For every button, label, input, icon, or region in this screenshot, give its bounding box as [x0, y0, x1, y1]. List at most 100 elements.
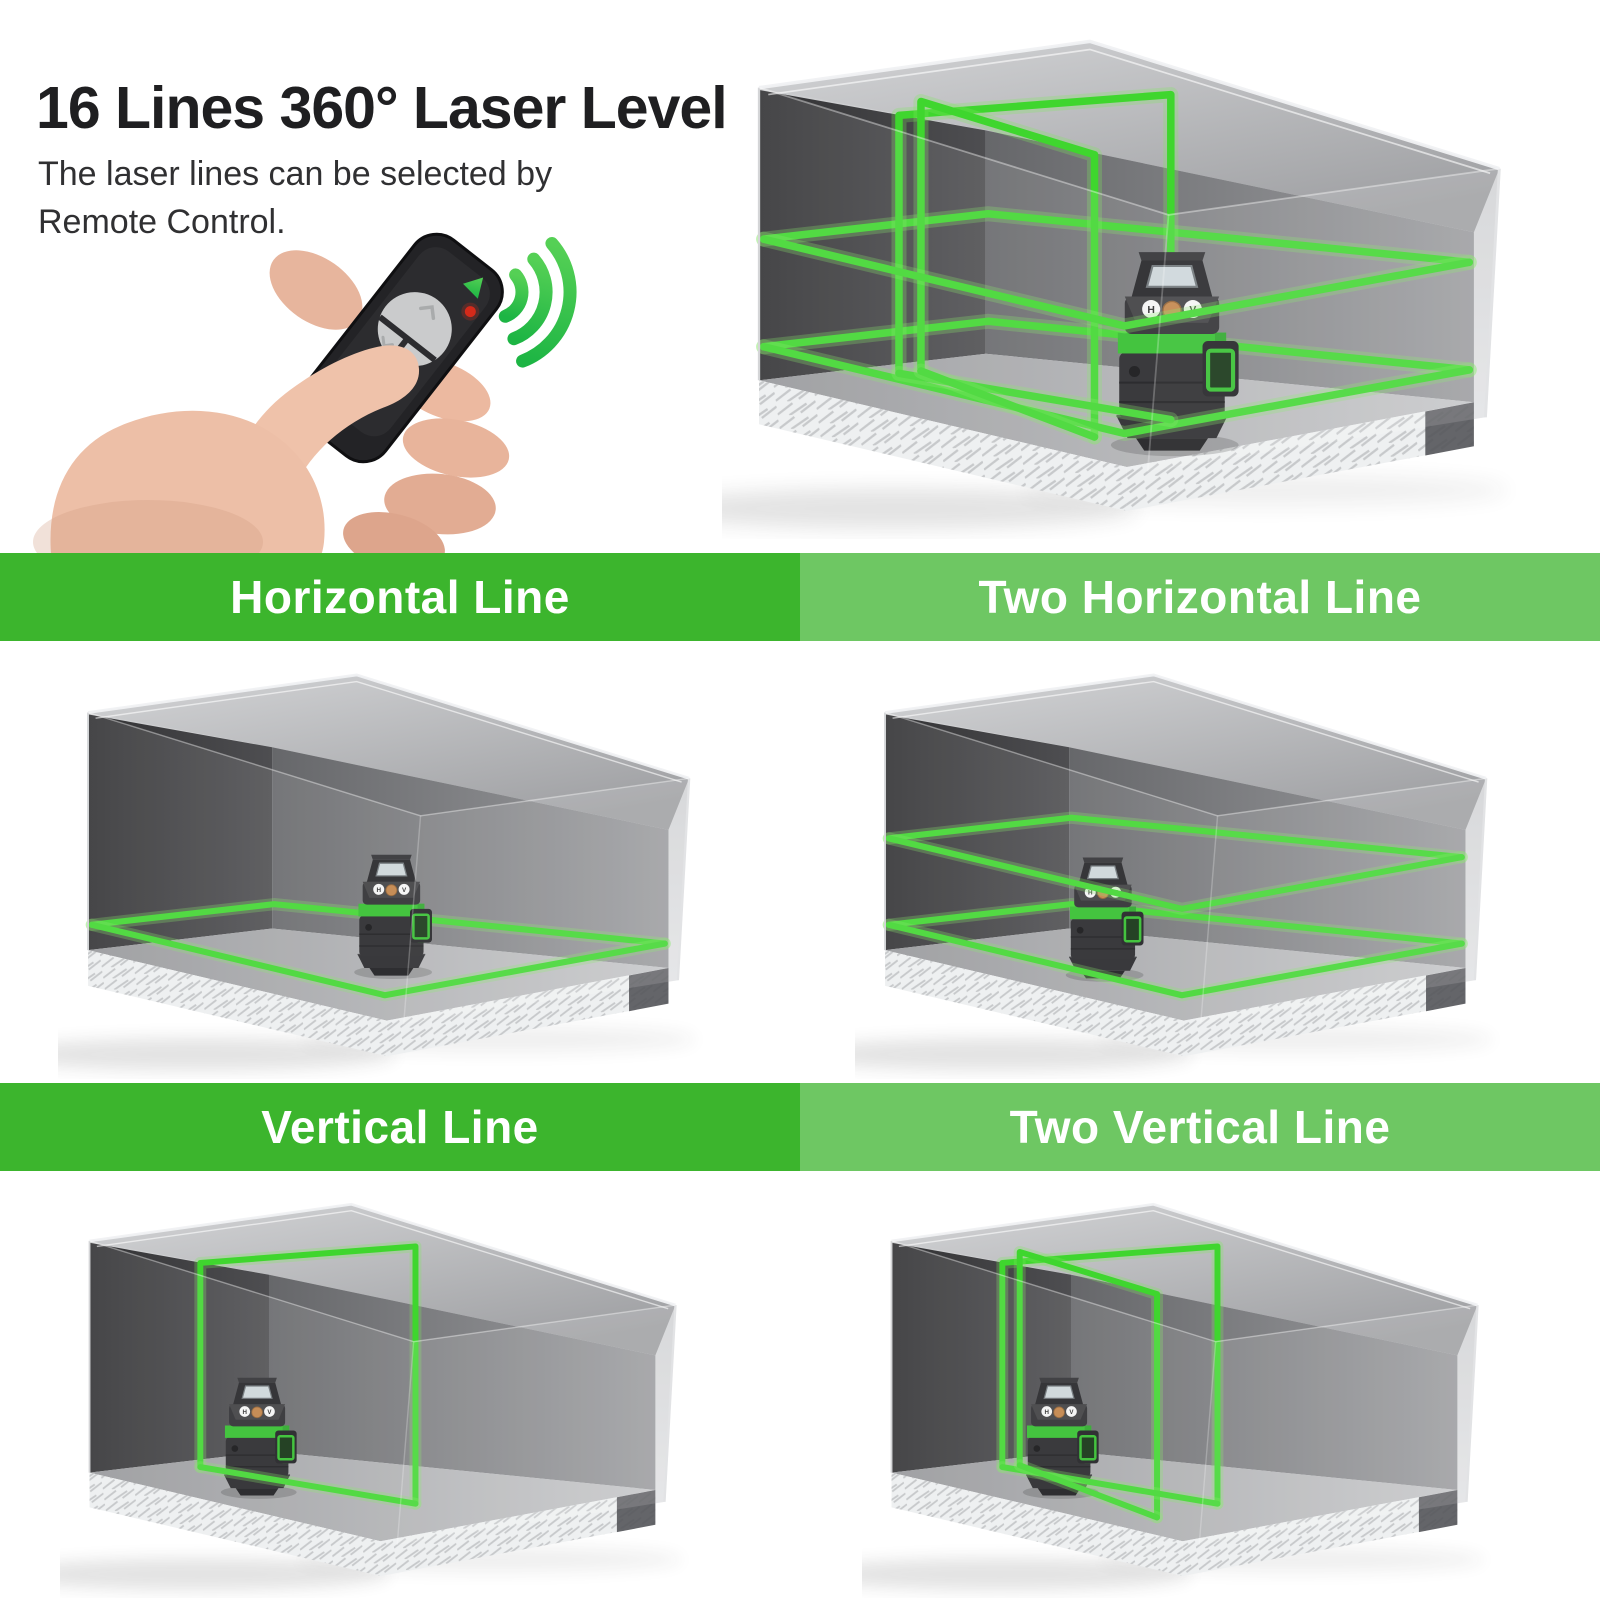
device-side-laser-window: [1123, 916, 1142, 943]
base-slab-right: [1183, 967, 1466, 1057]
banner-horizontal-line: Horizontal Line: [0, 553, 800, 641]
device-green-band: [1026, 1425, 1092, 1438]
glass-front-right: [1147, 168, 1500, 472]
device-top-laser-window: [1043, 1385, 1075, 1399]
room-shadow: [60, 1558, 390, 1590]
palm-shading: [33, 500, 263, 558]
laser-lines-front: [194, 1461, 422, 1510]
room-illustration: H V: [58, 673, 697, 1071]
device-button-power: [385, 884, 398, 897]
base-slab-right: [386, 967, 669, 1057]
left-wall: [891, 1242, 1071, 1473]
slab-dark-edge: [1426, 967, 1466, 1012]
glass-front-left: [891, 1240, 1216, 1545]
room-two-horizontal-line-illustration: H V: [855, 656, 1550, 1079]
room-illustration: H V: [855, 673, 1494, 1071]
page-subtitle: The laser lines can be selected by Remot…: [38, 155, 553, 242]
laser-lines-front: [85, 918, 671, 1002]
device-top-laser-window: [375, 862, 408, 877]
chevron-down-icon: [381, 335, 394, 348]
room-illustration: H V: [862, 1202, 1485, 1590]
base-slab-right: [380, 1489, 656, 1577]
base-slab-left: [759, 380, 1127, 512]
laser-lines-front: [996, 1459, 1224, 1524]
room-sixteen-lines-illustration: H V: [722, 18, 1578, 539]
room-horizontal-line-illustration: H V: [58, 656, 753, 1079]
room-illustration: H V: [722, 39, 1509, 529]
room-two-vertical-line-illustration: H V: [862, 1186, 1540, 1598]
ceiling: [759, 41, 1500, 233]
device-side-laser-window: [1205, 348, 1236, 392]
svg-text:H: H: [1044, 1409, 1049, 1416]
room-shadow: [862, 1558, 1192, 1590]
banner-row-horizontal: Horizontal Line Two Horizontal Line: [0, 553, 1600, 641]
slab-dark-edge: [629, 967, 669, 1012]
device-top-laser-window: [241, 1385, 273, 1399]
glass-front-right: [403, 778, 690, 1025]
room-vertical-line-illustration: H V: [60, 1186, 738, 1598]
slab-dark-edge: [616, 1489, 656, 1533]
glass-front-left: [88, 712, 421, 1025]
room-shadow: [58, 1038, 397, 1071]
left-wall: [885, 714, 1070, 951]
back-wall: [268, 1274, 656, 1490]
laser-level-device: H V: [354, 854, 432, 979]
device-green-band: [358, 903, 425, 917]
room-shadow: [722, 489, 1139, 529]
chevron-up-icon: [419, 305, 436, 321]
remote-control-photo: [28, 198, 588, 558]
svg-text:V: V: [402, 887, 407, 894]
banner-two-horizontal-line: Two Horizontal Line: [800, 553, 1600, 641]
banner-two-vertical-line: Two Vertical Line: [800, 1083, 1600, 1171]
glass-front-left: [885, 712, 1218, 1025]
glass-front-left: [89, 1240, 414, 1545]
banner-vertical-line: Vertical Line: [0, 1083, 800, 1171]
laser-lines-front: [756, 231, 1477, 445]
back-wall: [1070, 1274, 1458, 1490]
device-side-laser-window: [277, 1434, 295, 1461]
base-slab-right: [1182, 1489, 1458, 1577]
base-slab-left: [891, 1472, 1183, 1577]
left-wall: [759, 89, 986, 381]
room-illustration: H V: [60, 1202, 683, 1590]
svg-text:H: H: [1147, 305, 1155, 316]
device-green-band: [224, 1425, 290, 1438]
glass-front-right: [1200, 778, 1487, 1025]
room-shadow: [855, 1038, 1194, 1071]
ceiling: [89, 1204, 676, 1356]
slab-dark-edge: [1418, 1489, 1458, 1533]
laser-lines-back: [996, 1240, 1224, 1524]
glass-front-right: [397, 1305, 676, 1545]
ceiling: [891, 1204, 1478, 1356]
base-slab-left: [88, 950, 387, 1057]
left-wall: [88, 714, 273, 951]
glass-front-right: [1199, 1305, 1478, 1545]
svg-text:H: H: [242, 1409, 247, 1416]
device-top-laser-window: [1086, 865, 1119, 880]
svg-text:H: H: [1088, 890, 1093, 897]
device-button-h: [373, 883, 385, 895]
device-green-band: [1069, 906, 1136, 920]
svg-text:V: V: [1069, 1409, 1074, 1416]
palm: [50, 410, 325, 558]
device-top-laser-window: [1145, 264, 1199, 288]
floor: [885, 928, 1466, 1021]
device-green-band: [1117, 332, 1227, 354]
banner-row-vertical: Vertical Line Two Vertical Line: [0, 1083, 1600, 1171]
svg-text:V: V: [267, 1409, 272, 1416]
device-side-laser-window: [412, 913, 430, 940]
device-button-v: [1066, 1406, 1077, 1417]
slab-dark-edge: [1425, 402, 1474, 456]
hand-remote-illustration: [33, 232, 577, 558]
device-button-h: [1041, 1406, 1053, 1417]
base-slab-left: [89, 1472, 381, 1577]
signal-waves-icon: [463, 236, 577, 368]
laser-lines-back: [85, 898, 671, 950]
page-title: 16 Lines 360° Laser Level: [36, 74, 728, 141]
device-button-power: [251, 1406, 263, 1419]
base-slab-left: [885, 950, 1184, 1057]
glass-front-left: [759, 87, 1169, 472]
device-button-power: [1053, 1406, 1065, 1419]
laser-lines-front: [882, 832, 1468, 1002]
